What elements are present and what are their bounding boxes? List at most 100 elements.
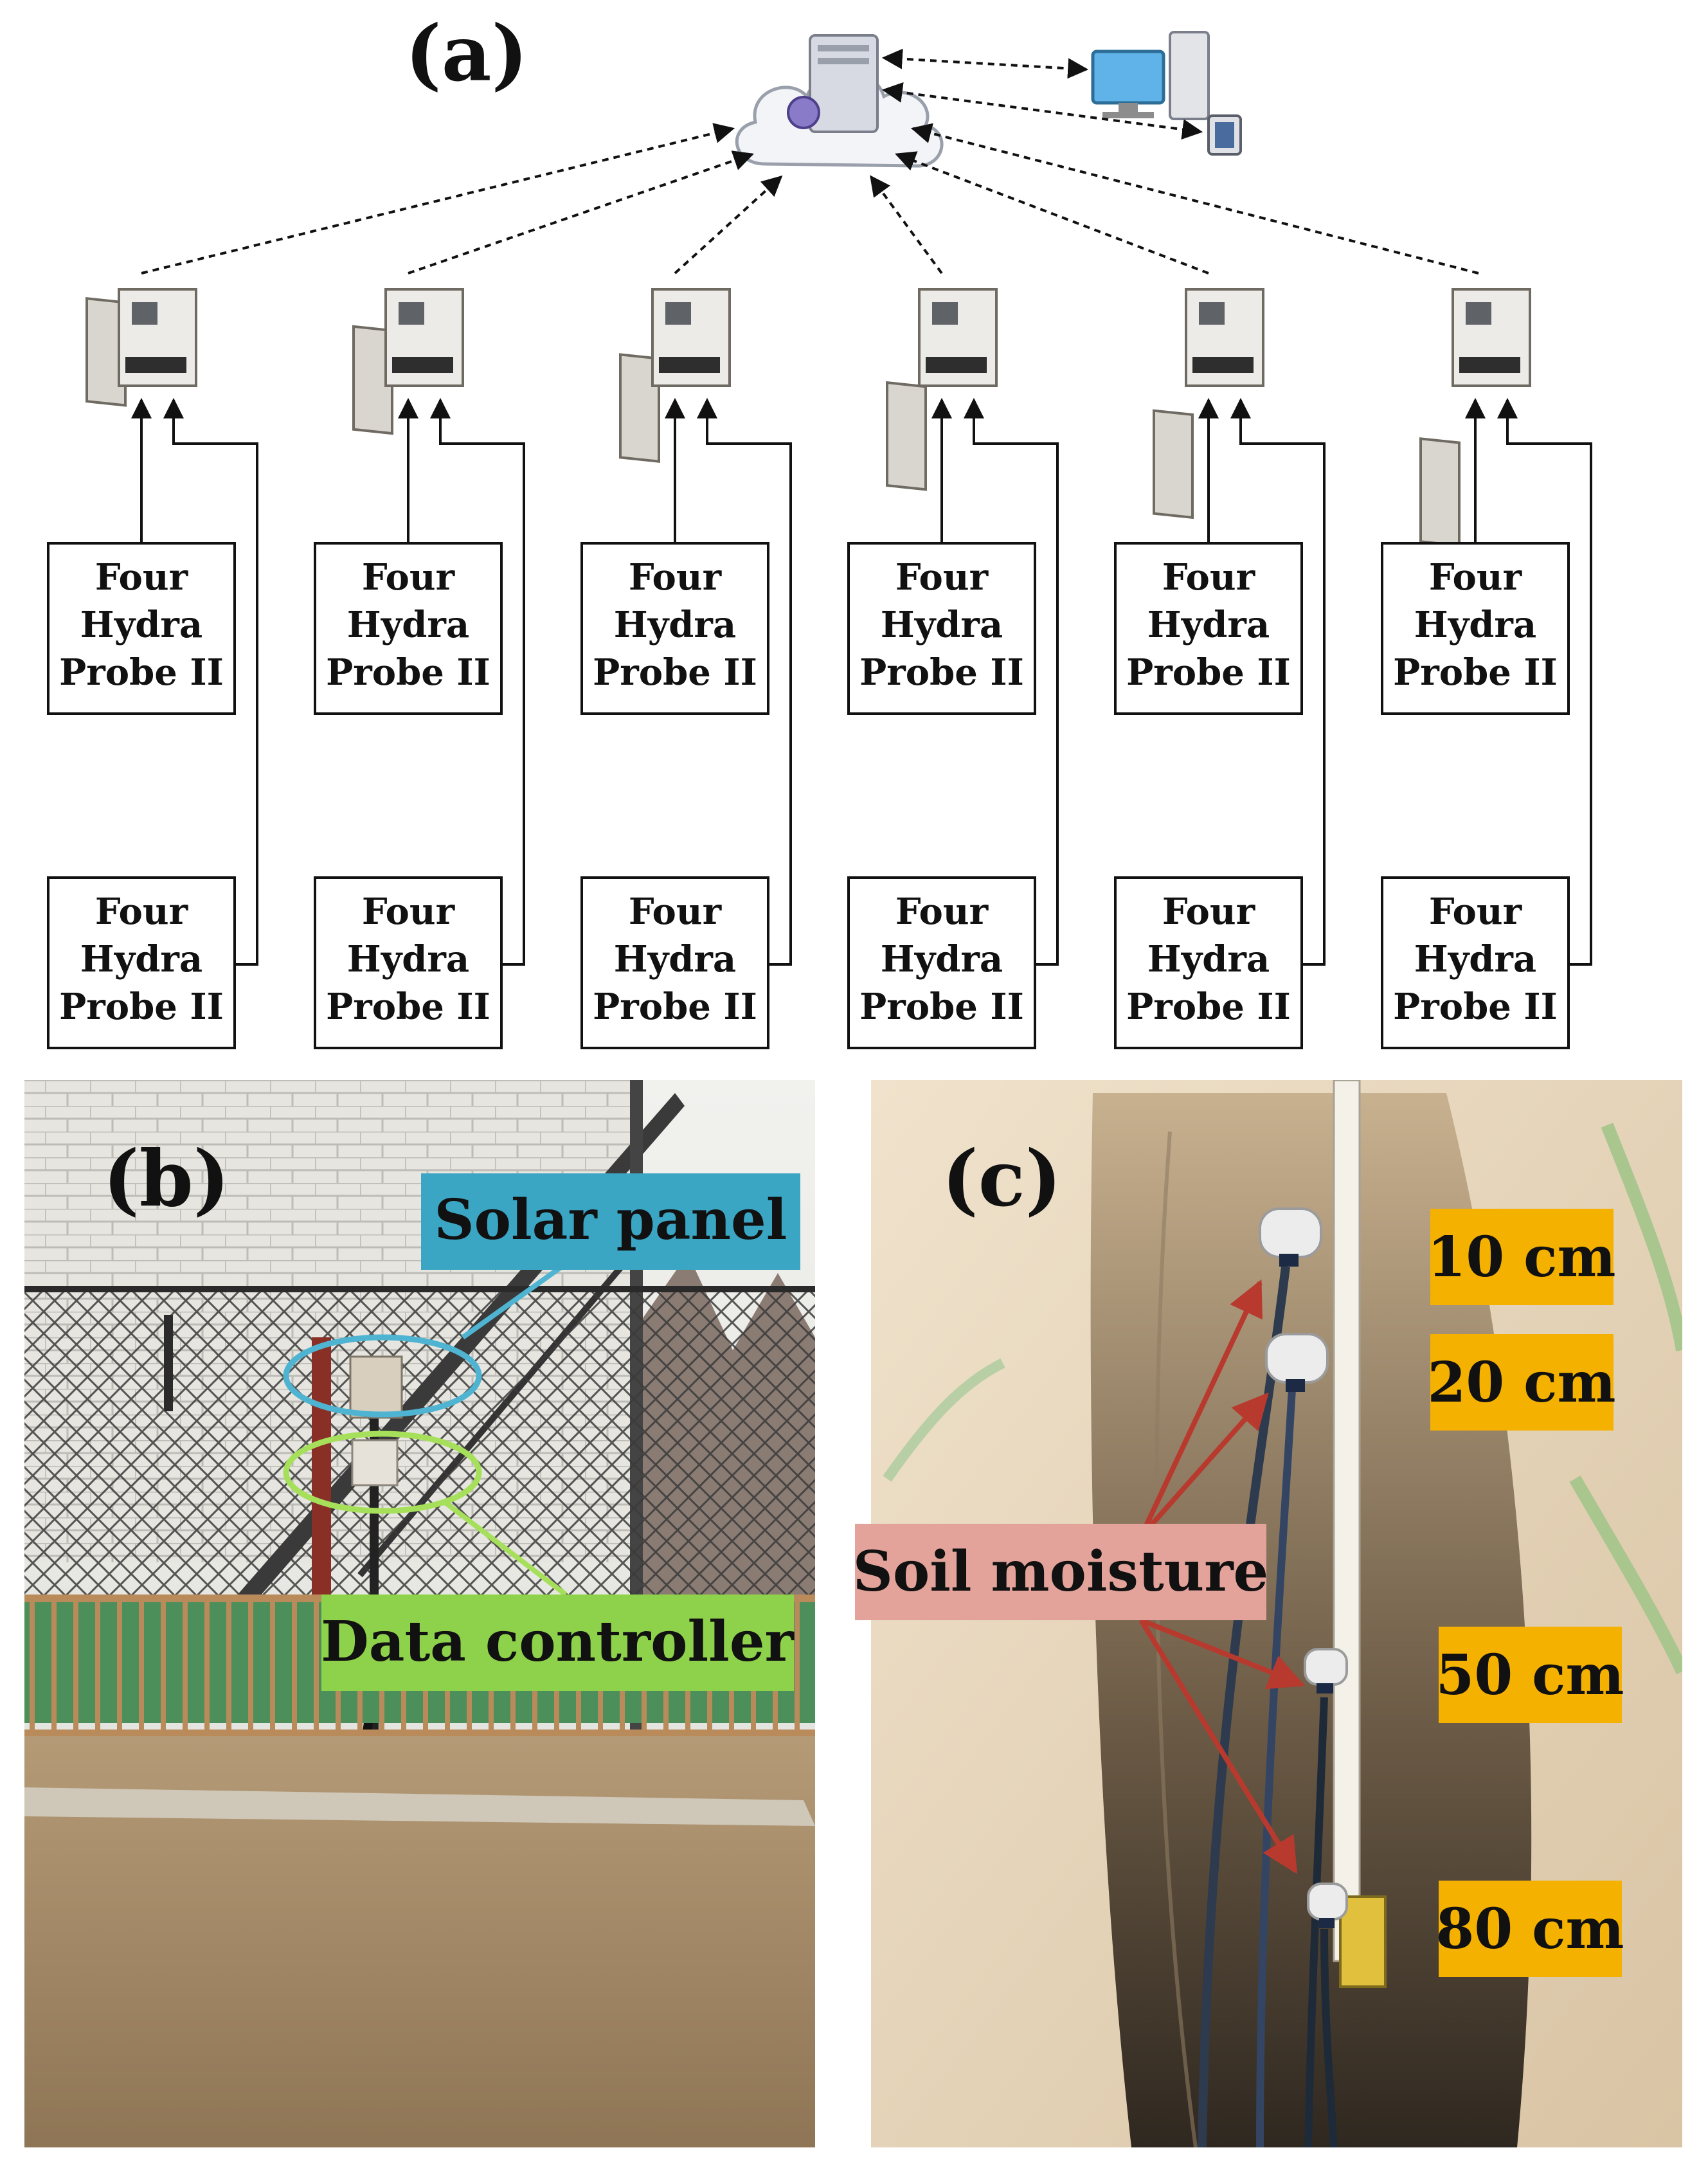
soil-moisture-pointers: [1138, 1279, 1306, 1874]
probe-label-line: Four: [895, 556, 989, 599]
probe-wiring: [131, 397, 258, 966]
probe-label-line: Four: [629, 890, 723, 933]
probe-label-line: Hydra: [80, 938, 202, 980]
probe-wiring: [665, 397, 792, 966]
probe-wiring: [931, 397, 1059, 966]
soil-moisture-callout: Soil moisture: [853, 1524, 1268, 1620]
probe-wiring: [1198, 397, 1326, 966]
data-controller-box-icon: [619, 288, 731, 463]
data-controller-box-icon: [352, 288, 464, 435]
probe-label-line: Hydra: [881, 604, 1003, 646]
panel-b-site-photo: (b) Solar panel Data controller: [24, 1080, 815, 2147]
data-controller-box-icon: [85, 288, 197, 407]
panel-c-label: (c): [942, 1134, 1062, 1224]
probe-label-line: Four: [895, 890, 989, 933]
probe-label-line: Four: [95, 556, 189, 599]
probe-label-line: Four: [1162, 556, 1256, 599]
panel-a-label: (a): [405, 8, 528, 99]
probe-label-line: Four: [362, 556, 456, 599]
probe-label-line: Probe II: [326, 986, 490, 1028]
probe-label-line: Four: [1429, 556, 1523, 599]
soil-probe-20cm: [1265, 1333, 1329, 1392]
probe-label-line: Hydra: [614, 938, 736, 980]
probe-label-line: Four: [1429, 890, 1523, 933]
depth-tag-10: 10 cm: [1428, 1209, 1616, 1305]
solar-panel-highlight: [283, 1334, 482, 1418]
panel-c-soil-pit-photo: (c) Soil moisture 10 cm 20 cm 50 cm 80 c…: [853, 1080, 1682, 2147]
probe-label-line: Probe II: [859, 986, 1024, 1028]
probe-label-line: Four: [1162, 890, 1256, 933]
probe-wiring: [398, 397, 525, 966]
probe-label-line: Hydra: [347, 938, 469, 980]
data-controller-pointer: [442, 1499, 568, 1597]
soil-probe-10cm: [1259, 1207, 1322, 1267]
probe-wiring: [1465, 397, 1592, 966]
link-hub-desktop: [881, 48, 1089, 79]
probe-label-line: Probe II: [1393, 986, 1558, 1028]
probe-label-line: Probe II: [593, 651, 757, 694]
depth-label-50cm: 50 cm: [1436, 1643, 1624, 1708]
cloud-server-icon: [735, 34, 944, 168]
depth-tag-50: 50 cm: [1436, 1627, 1624, 1723]
data-controller-box-icon: [1153, 288, 1264, 519]
probe-label-line: Hydra: [1147, 938, 1270, 980]
probe-label-line: Four: [95, 890, 189, 933]
probe-label-line: Hydra: [347, 604, 469, 646]
depth-tag-20: 20 cm: [1428, 1334, 1616, 1431]
panel-b-label: (b): [103, 1134, 229, 1224]
probe-label-line: Hydra: [614, 604, 736, 646]
probe-label-line: Hydra: [1147, 604, 1270, 646]
depth-label-20cm: 20 cm: [1428, 1350, 1616, 1415]
probe-label-line: Probe II: [59, 651, 224, 694]
probe-label-line: Probe II: [1126, 986, 1291, 1028]
link-hub-mobile: [881, 82, 1203, 140]
solar-panel-label: Solar panel: [435, 1188, 787, 1252]
probe-label-line: Four: [362, 890, 456, 933]
panel-a-network-diagram: (a): [47, 8, 1592, 1049]
probe-label-line: Hydra: [1414, 604, 1536, 646]
probe-label-line: Probe II: [859, 651, 1024, 694]
data-controller-label: Data controller: [321, 1609, 795, 1674]
data-controller-highlight: [283, 1431, 482, 1514]
probe-label-line: Probe II: [1393, 651, 1558, 694]
probe-label-line: Hydra: [1414, 938, 1536, 980]
probe-label-line: Probe II: [59, 986, 224, 1028]
probe-label-line: Hydra: [881, 938, 1003, 980]
desktop-computer-icon: [1091, 31, 1210, 120]
depth-label-10cm: 10 cm: [1428, 1225, 1616, 1290]
probe-label-line: Probe II: [1126, 651, 1291, 694]
soil-probe-80cm: [1307, 1883, 1348, 1928]
probe-label-line: Probe II: [326, 651, 490, 694]
data-controller-box-icon: [886, 288, 998, 491]
data-controller-callout: Data controller: [321, 1594, 795, 1691]
depth-label-80cm: 80 cm: [1436, 1897, 1624, 1962]
data-controller-box-icon: [1419, 288, 1531, 547]
probe-label-line: Four: [629, 556, 723, 599]
mobile-device-icon: [1207, 114, 1242, 156]
controller-uplinks: [141, 123, 1479, 275]
probe-label-line: Hydra: [80, 604, 202, 646]
solar-panel-callout: Solar panel: [421, 1173, 800, 1270]
soil-moisture-label: Soil moisture: [853, 1539, 1268, 1604]
probe-label-line: Probe II: [593, 986, 757, 1028]
